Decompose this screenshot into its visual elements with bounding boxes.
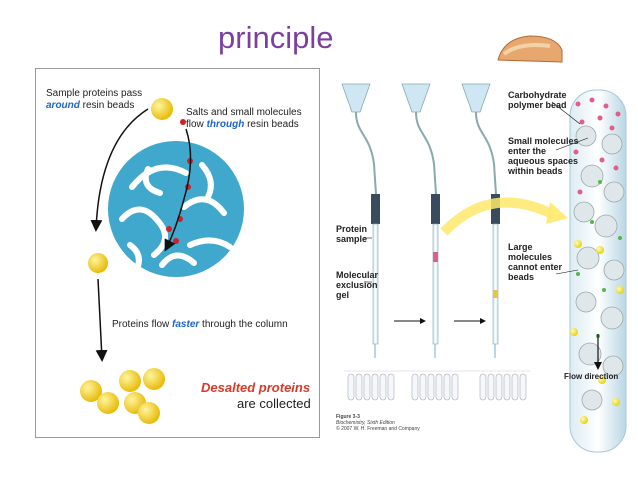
- salts-text: Salts and small molecules flow through r…: [186, 107, 302, 130]
- flow-direction-label: Flow direction: [564, 372, 619, 381]
- sample-proteins-text: Sample proteins pass around resin beads: [46, 88, 143, 111]
- chromatography-column-2: [401, 83, 440, 358]
- chromatography-column-3: [461, 83, 500, 358]
- bread-slice-icon: [497, 35, 563, 63]
- protein-bead-top: [151, 98, 173, 120]
- desalting-diagram-panel: Sample proteins pass around resin beads …: [35, 68, 320, 438]
- desalted-proteins-text: Desalted proteins are collected: [201, 380, 311, 411]
- collection-tubes: [347, 373, 527, 401]
- chromatography-column-1: [341, 83, 380, 358]
- protein-bead-middle: [88, 253, 108, 273]
- magnified-column: [569, 89, 627, 453]
- figure-caption: Figure 3-3 Biochemistry, Sixth Edition ©…: [336, 414, 420, 432]
- slide-title: principle: [218, 20, 334, 55]
- collected-proteins: [80, 368, 165, 424]
- proteins-flow-text: Proteins flow faster through the column: [112, 319, 288, 330]
